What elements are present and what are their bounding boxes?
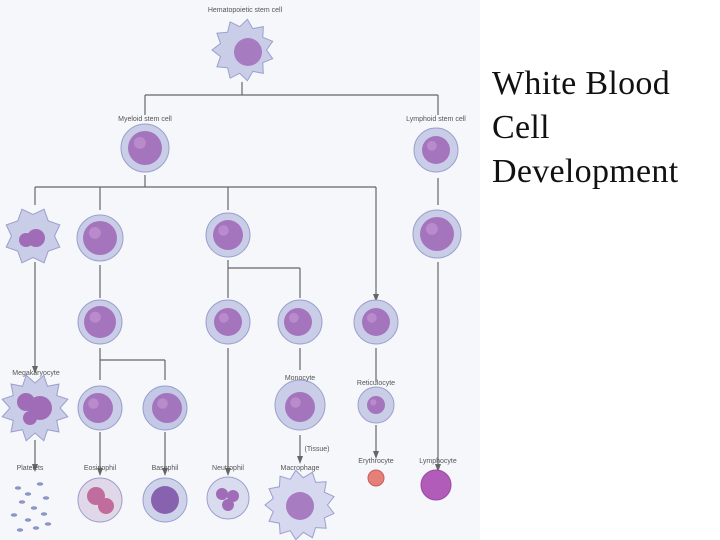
label-platelets: Platelets xyxy=(16,465,44,472)
title-line: Cell xyxy=(492,109,550,146)
monoblast xyxy=(205,212,251,258)
label-myeloid-stem-cell: Myeloid stem cell xyxy=(118,116,172,123)
connector-lines xyxy=(34,82,439,472)
basophilic-myelocyte xyxy=(142,385,188,431)
title-line: White Blood xyxy=(492,65,670,102)
label-lymphocyte: Lymphocyte xyxy=(419,458,457,465)
platelets xyxy=(10,482,52,532)
label-eosinophil: Eosinophil xyxy=(83,465,117,472)
label-tissue: (Tissue) xyxy=(304,446,330,453)
promonocyte xyxy=(277,299,323,345)
monocyte xyxy=(274,379,326,431)
macrophage xyxy=(264,469,335,540)
label-erythrocyte: Erythrocyte xyxy=(358,458,394,465)
myelocyte xyxy=(205,299,251,345)
normoblast xyxy=(353,299,399,345)
cells xyxy=(1,18,462,540)
label-reticulocyte: Reticulocyte xyxy=(356,380,396,387)
eosinophil xyxy=(77,477,123,523)
diagram-panel xyxy=(0,0,480,540)
slide-title: White Blood Cell Development xyxy=(492,62,712,194)
eosinophilic-myelocyte xyxy=(77,385,123,431)
neutrophil xyxy=(206,476,250,520)
megakaryocyte xyxy=(1,374,69,442)
reticulocyte xyxy=(357,386,395,424)
myeloblast xyxy=(76,214,124,262)
promyelocyte xyxy=(77,299,123,345)
megakaryoblast xyxy=(5,208,61,264)
label-megakaryocyte: Megakaryocyte xyxy=(12,370,60,377)
hematopoietic-stem-cell xyxy=(211,18,274,82)
lymphoid-stem-cell xyxy=(413,127,459,173)
label-macrophage: Macrophage xyxy=(280,465,320,472)
myeloid-stem-cell xyxy=(120,123,170,173)
arrowheads xyxy=(32,294,441,476)
label-neutrophil: Neutrophil xyxy=(212,465,244,472)
lymphocyte xyxy=(420,469,452,501)
label-lymphoid-stem-cell: Lymphoid stem cell xyxy=(406,116,466,123)
label-basophil: Basophil xyxy=(151,465,179,472)
basophil xyxy=(142,477,188,523)
label-monocyte: Monocyte xyxy=(284,375,316,382)
erythrocyte xyxy=(367,469,385,487)
title-line: Development xyxy=(492,153,679,190)
label-hematopoietic-stem-cell: Hematopoietic stem cell xyxy=(207,7,283,14)
lymphoblast xyxy=(412,209,462,259)
